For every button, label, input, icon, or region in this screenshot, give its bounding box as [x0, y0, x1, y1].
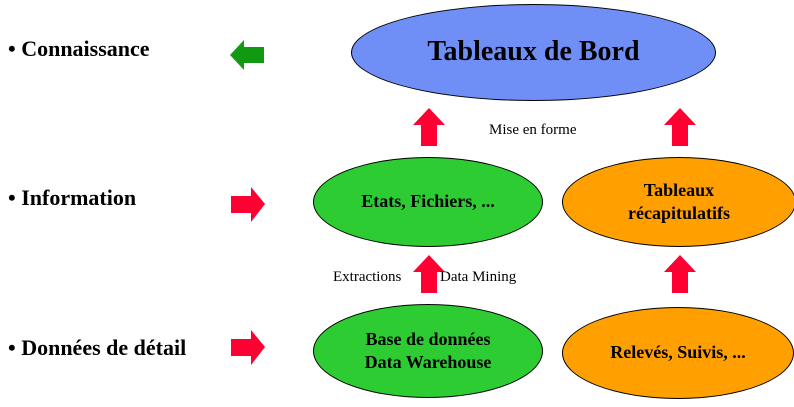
node-tableaux-recapitulatifs: Tableaux récapitulatifs [562, 157, 794, 247]
node-releves-suivis: Relevés, Suivis, ... [562, 307, 794, 399]
node-etats-fichiers-label: Etats, Fichiers, ... [361, 191, 495, 212]
right-arrow-donnees [231, 330, 265, 365]
node-base-de-donnees: Base de données Data Warehouse [313, 304, 543, 398]
up-arrow-base-to-etats [413, 255, 445, 293]
edge-label-data-mining: Data Mining [440, 269, 517, 285]
left-arrow-green [230, 40, 264, 70]
up-arrow-recap-to-top [664, 108, 696, 146]
node-tableaux-de-bord: Tableaux de Bord [351, 4, 716, 101]
up-arrow-releves-to-recap [664, 255, 696, 293]
level-donnees-label: • Données de détail [8, 335, 187, 360]
node-tableaux-de-bord-label: Tableaux de Bord [427, 36, 640, 68]
level-information-label: • Information [8, 185, 137, 210]
node-releves-suivis-label: Relevés, Suivis, ... [610, 342, 746, 363]
node-tableaux-recapitulatifs-label: Tableaux récapitulatifs [628, 179, 730, 223]
edge-label-extractions: Extractions [333, 269, 402, 285]
up-arrow-etats-to-top [413, 108, 445, 146]
node-base-de-donnees-label: Base de données Data Warehouse [364, 328, 492, 372]
right-arrow-information [231, 187, 265, 222]
level-connaissance-label: • Connaissance [8, 36, 150, 61]
edge-label-mise-en-forme: Mise en forme [489, 122, 577, 138]
node-etats-fichiers: Etats, Fichiers, ... [313, 157, 543, 247]
